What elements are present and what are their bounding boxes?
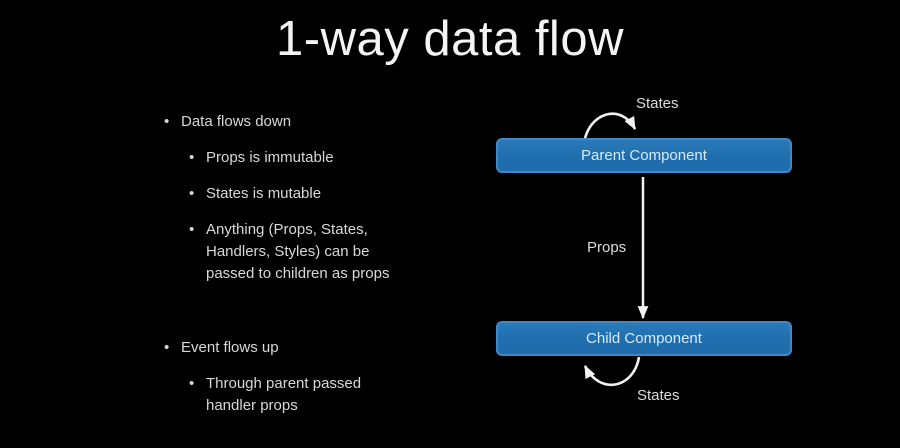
child-component-label: Child Component — [586, 330, 702, 347]
bullet-text: Data flows down — [181, 113, 292, 130]
bullet-text: States is mutable — [206, 185, 322, 202]
states-loop-bottom-arrow — [583, 356, 641, 387]
bullet-icon: • — [164, 339, 170, 356]
bullet-text: Props is immutable — [206, 149, 334, 166]
bullet-text: Event flows up — [181, 339, 279, 356]
child-component-box: Child Component — [496, 321, 792, 356]
bullet-icon: • — [164, 113, 170, 130]
bullet-item: • Event flows up — [164, 337, 279, 359]
bullet-item: • Props is immutable — [189, 147, 334, 169]
bullet-icon: • — [189, 221, 195, 238]
parent-component-label: Parent Component — [581, 147, 707, 164]
props-label: Props — [587, 239, 627, 256]
bullet-icon: • — [189, 185, 195, 202]
bullet-item: • States is mutable — [189, 183, 321, 205]
bullet-text: Anything (Props, States, Handlers, Style… — [206, 221, 390, 282]
bullet-item: • Data flows down — [164, 111, 291, 133]
states-label-bottom: States — [637, 387, 680, 404]
bullet-text: Through parent passed handler props — [206, 375, 362, 414]
bullet-icon: • — [189, 149, 195, 166]
states-label-top: States — [636, 95, 679, 112]
bullet-item: • Anything (Props, States, Handlers, Styl… — [189, 219, 389, 285]
slide-title: 1-way data flow — [276, 12, 624, 66]
parent-component-box: Parent Component — [496, 138, 792, 173]
bullet-item: • Through parent passed handler props — [189, 373, 361, 417]
bullet-icon: • — [189, 375, 195, 392]
